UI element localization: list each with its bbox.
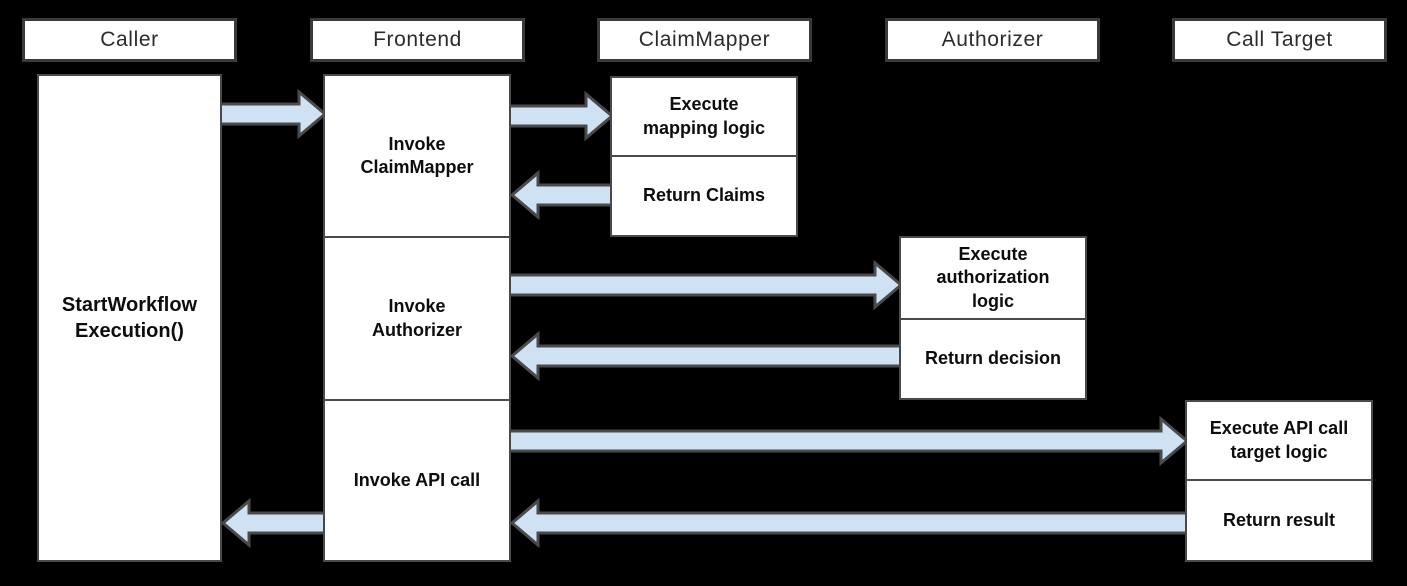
step-label: Invoke Authorizer [372, 296, 462, 340]
step-label: Execute API call target logic [1209, 418, 1349, 462]
actor-label: Authorizer [941, 28, 1044, 51]
actor-header-claimmapper: ClaimMapper [597, 18, 812, 62]
step-label: Return result [1222, 509, 1336, 530]
step-invoke-api-call: Invoke API call [323, 399, 511, 562]
arrow-calltarget-to-frontend [509, 497, 1193, 549]
arrow-authorizer-to-frontend [509, 330, 907, 382]
actor-header-caller: Caller [22, 18, 237, 62]
actor-header-calltarget: Call Target [1172, 18, 1387, 62]
step-label: Return Claims [642, 185, 766, 206]
step-label: Return decision [924, 348, 1062, 369]
arrow-frontend-to-calltarget [503, 415, 1190, 467]
step-invoke-claimmapper: Invoke ClaimMapper [323, 74, 511, 238]
arrow-caller-to-frontend [216, 88, 328, 140]
step-return-result: Return result [1185, 479, 1373, 562]
caller-activation-box: StartWorkflow Execution() [37, 74, 222, 562]
step-label: Invoke API call [353, 469, 481, 490]
step-label: Execute mapping logic [642, 94, 765, 138]
actor-label: Caller [100, 28, 159, 51]
actor-label: Frontend [373, 28, 462, 51]
step-invoke-authorizer: Invoke Authorizer [323, 236, 511, 401]
step-execute-authorization-logic: Execute authorization logic [899, 236, 1087, 320]
arrow-frontend-to-claimmapper [503, 90, 615, 142]
step-return-claims: Return Claims [610, 155, 798, 237]
step-label: Execute authorization logic [936, 243, 1050, 311]
actor-header-authorizer: Authorizer [885, 18, 1100, 62]
step-execute-api-call-target-logic: Execute API call target logic [1185, 400, 1373, 481]
step-return-decision: Return decision [899, 318, 1087, 400]
actor-label: Call Target [1226, 28, 1333, 51]
caller-activation-label: StartWorkflow Execution() [61, 294, 198, 342]
actor-label: ClaimMapper [638, 28, 771, 51]
arrow-frontend-to-caller-return [220, 497, 331, 549]
step-execute-mapping-logic: Execute mapping logic [610, 76, 798, 157]
actor-header-frontend: Frontend [310, 18, 525, 62]
arrow-claimmapper-to-frontend [509, 169, 618, 221]
arrow-frontend-to-authorizer [503, 259, 904, 311]
step-label: Invoke ClaimMapper [360, 133, 474, 177]
